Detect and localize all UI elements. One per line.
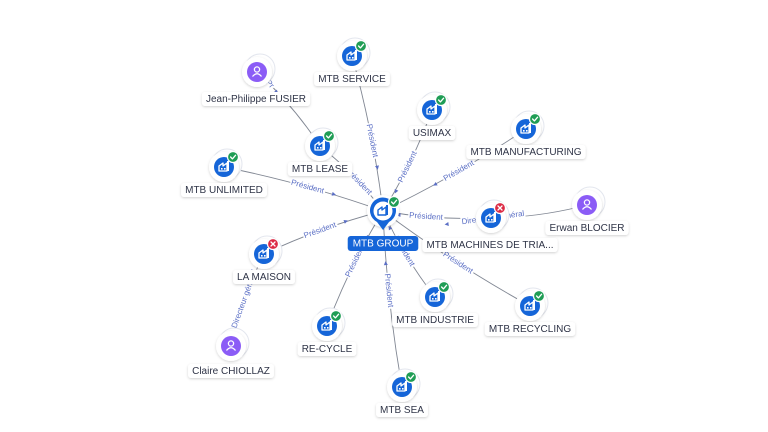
active-status-icon <box>434 93 448 107</box>
active-status-icon <box>528 112 542 126</box>
node-label: MTB LEASE <box>292 164 348 175</box>
person-icon <box>581 199 593 210</box>
closed-status-icon <box>493 201 507 215</box>
node-claire-chiollaz[interactable]: Claire CHIOLLAZ <box>188 327 274 378</box>
center-label: MTB GROUP <box>353 239 414 250</box>
node-jean-philippe-fusier[interactable]: Jean-Philippe FUSIER <box>201 53 311 106</box>
node-label: LA MAISON <box>237 272 291 283</box>
active-status-icon <box>329 309 343 323</box>
edge-role-label: Président <box>303 220 339 240</box>
edge-line <box>382 128 527 212</box>
arrow-icon <box>343 219 348 224</box>
node-label: MTB INDUSTRIE <box>396 315 474 326</box>
node-label-box: MTB UNLIMITED <box>181 183 267 197</box>
node-label-box: MTB SERVICE <box>314 72 390 86</box>
node-label: Erwan BLOCIER <box>549 223 624 234</box>
arrow-icon <box>388 225 393 231</box>
arrow-icon <box>375 165 379 170</box>
edge-role-label: Président <box>365 123 381 159</box>
edge-line <box>382 210 531 307</box>
node-mtb-sea[interactable]: MTB SEA <box>376 368 428 417</box>
building-icon <box>485 212 496 223</box>
node-mtb-group[interactable]: MTB GROUP <box>347 195 419 251</box>
edge-role-label: Président <box>441 250 475 276</box>
edge-mtb-group-to-usimax[interactable]: Président <box>382 109 433 212</box>
arrow-icon <box>444 222 449 226</box>
node-label: MTB RECYCLING <box>489 324 571 335</box>
center-label-badge: MTB GROUP <box>347 236 419 251</box>
node-label: USIMAX <box>413 128 452 139</box>
arrow-icon <box>331 191 337 196</box>
edge-role-label: Président <box>442 158 476 183</box>
edge-role-label: Président <box>409 211 444 222</box>
edge-line <box>223 166 384 212</box>
arrow-icon <box>396 213 401 218</box>
node-label-box: MTB MANUFACTURING <box>466 145 586 159</box>
node-label: Claire CHIOLLAZ <box>192 366 270 377</box>
node-mtb-lease[interactable]: MTB LEASE <box>287 127 353 176</box>
active-status-icon <box>404 370 418 384</box>
active-status-icon <box>322 129 336 143</box>
arrow-icon <box>383 261 388 266</box>
edge-role-label: Président <box>290 178 326 196</box>
node-erwan-blocier[interactable]: Erwan BLOCIER <box>545 186 629 235</box>
closed-status-icon <box>266 237 280 251</box>
node-usimax[interactable]: USIMAX <box>408 91 456 140</box>
building-icon <box>524 300 535 311</box>
node-mtb-service[interactable]: MTB SERVICE <box>314 37 390 86</box>
building-icon <box>314 140 325 151</box>
node-label-box: MTB RECYCLING <box>484 322 576 336</box>
node-label-box: USIMAX <box>408 126 456 140</box>
node-label-box: MTB LEASE <box>287 162 353 176</box>
active-status-icon <box>226 150 240 164</box>
building-icon <box>426 104 437 115</box>
node-label-box: MTB INDUSTRIE <box>392 313 478 327</box>
node-label: RE-CYCLE <box>302 344 353 355</box>
arrow-icon <box>394 189 399 194</box>
node-label: Jean-Philippe FUSIER <box>206 94 306 105</box>
node-label: MTB SERVICE <box>318 74 386 85</box>
node-label-box: MTB MACHINES DE TRIA... <box>422 238 558 252</box>
node-label-box: MTB SEA <box>376 403 428 417</box>
node-label-box: Jean-Philippe FUSIER <box>201 92 311 106</box>
node-mtb-recycling[interactable]: MTB RECYCLING <box>484 287 576 336</box>
node-label-box: LA MAISON <box>233 270 295 284</box>
node-label-box: Claire CHIOLLAZ <box>188 364 274 378</box>
building-icon <box>396 381 407 392</box>
edge-role-label: Président <box>396 149 419 184</box>
node-label: MTB MACHINES DE TRIA... <box>426 240 553 251</box>
node-label: MTB SEA <box>380 405 424 416</box>
active-status-icon <box>437 280 451 294</box>
node-mtb-machines[interactable]: MTB MACHINES DE TRIA... <box>422 199 558 252</box>
building-icon <box>429 291 440 302</box>
building-icon <box>218 161 229 172</box>
building-icon <box>377 205 388 216</box>
edge-role-label: Président <box>383 273 396 308</box>
building-icon <box>258 248 269 259</box>
node-mtb-manufacturing[interactable]: MTB MANUFACTURING <box>466 110 586 159</box>
nodes-layer: MTB SERVICE Jean-Philippe FUSIER USIMAX MTB… <box>181 37 629 417</box>
building-icon <box>520 123 531 134</box>
node-mtb-unlimited[interactable]: MTB UNLIMITED <box>181 148 267 197</box>
person-icon <box>225 340 237 351</box>
node-label: MTB MANUFACTURING <box>470 147 581 158</box>
building-icon <box>346 50 357 61</box>
active-status-icon <box>387 195 401 209</box>
person-icon <box>251 66 263 77</box>
node-mtb-industrie[interactable]: MTB INDUSTRIE <box>392 278 478 327</box>
node-label-box: RE-CYCLE <box>297 342 357 356</box>
active-status-icon <box>354 39 368 53</box>
building-icon <box>321 320 332 331</box>
node-label-box: Erwan BLOCIER <box>545 221 629 235</box>
node-la-maison[interactable]: LA MAISON <box>233 235 295 284</box>
node-label: MTB UNLIMITED <box>185 185 263 196</box>
edge-line <box>382 210 403 388</box>
active-status-icon <box>532 289 546 303</box>
node-re-cycle[interactable]: RE-CYCLE <box>297 307 357 356</box>
arrow-icon <box>433 181 438 186</box>
